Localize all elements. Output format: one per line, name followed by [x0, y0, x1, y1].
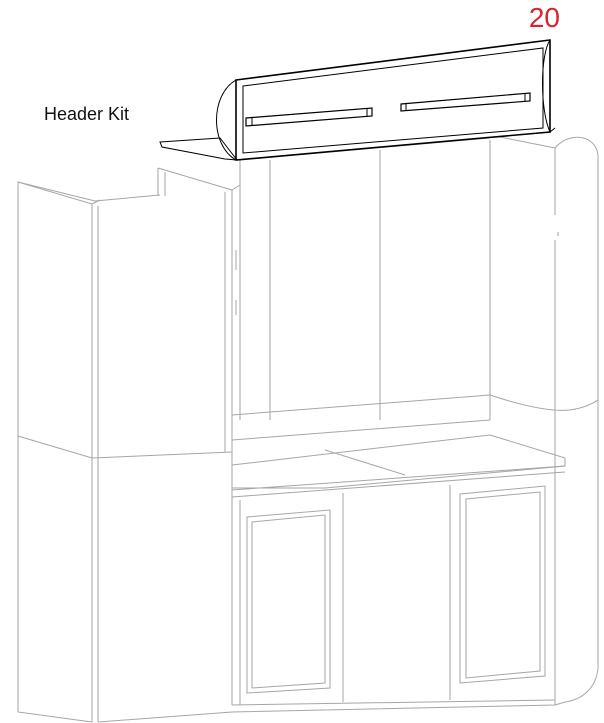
right-curved-panel: [489, 134, 599, 705]
counter-top: [231, 434, 566, 498]
back-wall: [231, 137, 491, 441]
left-panel: [17, 181, 233, 723]
booth-structure: [17, 134, 599, 723]
header-mounting-bar-left: [245, 107, 373, 127]
header-kit-label: Header Kit: [44, 104, 130, 124]
header-kit: [159, 39, 556, 161]
inner-left-panel: [157, 167, 241, 705]
step-number: 20: [528, 2, 560, 33]
cabinet: [97, 472, 566, 723]
header-mounting-bar-right: [400, 92, 531, 112]
